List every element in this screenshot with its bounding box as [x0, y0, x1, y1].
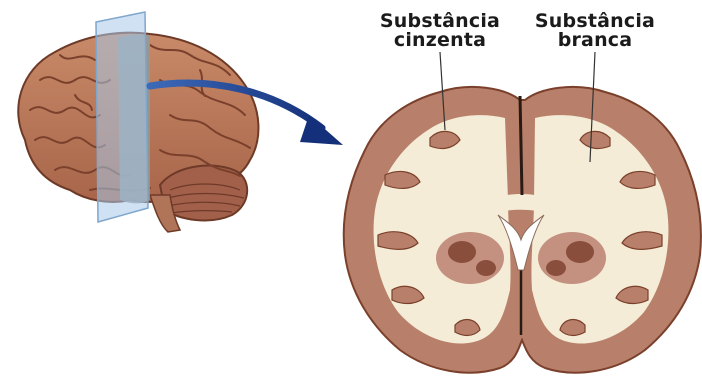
slice-plane [96, 12, 148, 222]
label-white-matter: Substância branca [524, 12, 666, 50]
label-gray-matter: Substância cinzenta [369, 12, 511, 50]
lateral-brain [18, 12, 258, 232]
basal-ganglia-right [538, 232, 606, 284]
label-gray-matter-line2: cinzenta [369, 31, 511, 50]
longitudinal-fissure [520, 96, 522, 195]
basal-ganglia-left [436, 232, 504, 284]
coronal-section [344, 87, 701, 373]
label-white-matter-line2: branca [524, 31, 666, 50]
